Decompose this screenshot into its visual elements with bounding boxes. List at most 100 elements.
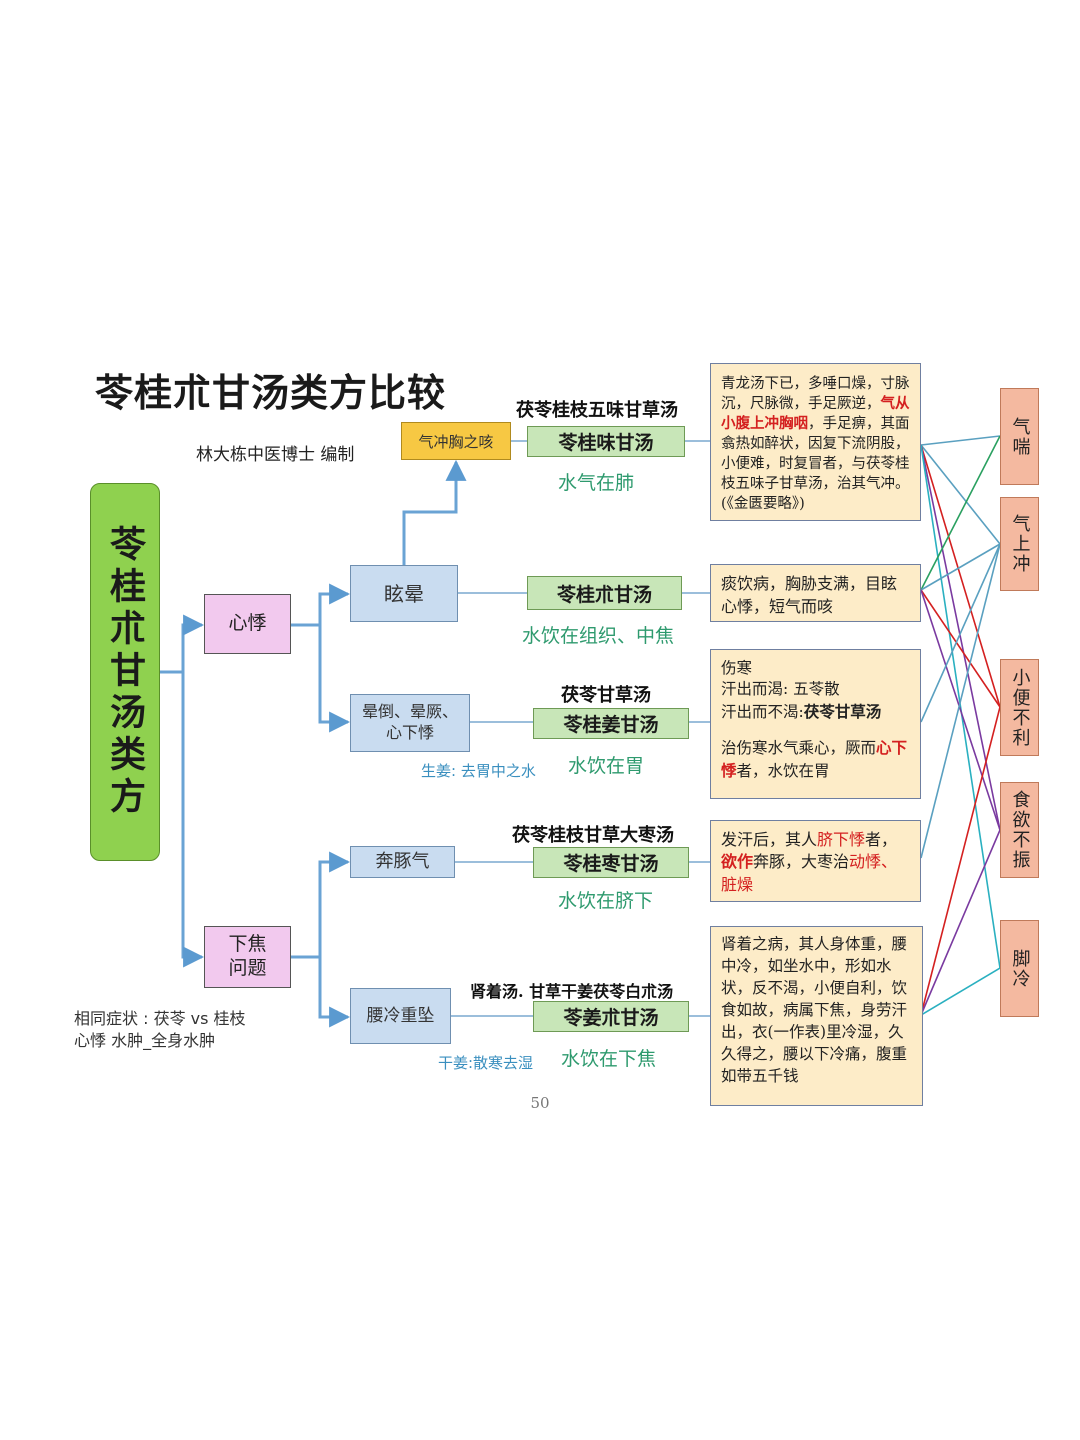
category-lower-jiao-label: 下焦问题 — [228, 933, 267, 979]
description-4-highlight-3: 动悸、脏燥 — [721, 852, 898, 894]
formula-1-alias: 茯苓桂枝五味甘草汤 — [516, 400, 678, 421]
symptom-waist-cold: 腰冷重坠 — [350, 988, 451, 1044]
formula-3-box: 苓桂姜甘汤 — [533, 708, 689, 739]
symptom-link-1 — [920, 444, 1001, 545]
symptom-cough: 气冲胸之咳 — [401, 422, 511, 460]
formula-5-cause: 水饮在下焦 — [561, 1048, 657, 1070]
symptom-tag-3-label: 食欲不振 — [1009, 790, 1031, 870]
formula-2-box: 苓桂朮甘汤 — [527, 576, 682, 610]
root-label: 苓桂朮甘汤类方 — [104, 525, 146, 819]
description-4: 发汗后，其人脐下悸者， 欲作奔豚，大枣治动悸、脏燥 — [710, 820, 921, 902]
description-4-text-c: 奔豚，大枣治 — [753, 852, 850, 872]
symptom-links — [920, 435, 1001, 1016]
symptom-link-9 — [920, 543, 1001, 723]
formula-3-alias: 茯苓甘草汤 — [561, 685, 651, 706]
symptom-tag-1: 气上冲 — [1000, 497, 1039, 591]
connector-lower-waist — [318, 957, 351, 1028]
category-palpitation: 心悸 — [204, 594, 291, 654]
description-4-highlight-1: 脐下悸 — [817, 830, 866, 849]
note-line-1: 相同症状 : 茯苓 vs 桂枝 — [74, 1009, 246, 1028]
author-credit: 林大栋中医博士 编制 — [196, 445, 355, 465]
note-line-2: 心悸 水肿_全身水肿 — [74, 1030, 216, 1050]
symptom-link-11 — [920, 706, 1001, 1016]
symptom-link-0 — [920, 435, 1001, 446]
shared-symptoms-note: 相同症状 : 茯苓 vs 桂枝 心悸 水肿_全身水肿 — [74, 1008, 246, 1051]
description-3-line-3: 汗出而不渴: — [721, 702, 804, 721]
description-2: 痰饮病，胸胁支满，目眩心悸，短气而咳 — [710, 564, 921, 622]
symptom-fainting-label: 晕倒、晕厥、心下悸 — [361, 702, 458, 742]
connector-root-branch — [160, 614, 205, 674]
description-1-text-a: 青龙汤下已，多唾口燥，寸脉沉，尺脉微，手足厥逆， — [721, 376, 910, 412]
page-title: 苓桂朮甘汤类方比较 — [95, 370, 447, 415]
formula-4-alias: 茯苓桂枝甘草大枣汤 — [512, 825, 674, 846]
symptom-tag-0-label: 气喘 — [1009, 416, 1031, 457]
description-5-text: 肾着之病，其人身体重，腰中冷，如坐水中，形如水状，反不渴，小便自利，饮食如故，病… — [721, 935, 908, 1085]
description-4-text-a: 发汗后，其人 — [721, 830, 818, 849]
formula-1-name: 苓桂味甘汤 — [558, 432, 654, 454]
symptom-fainting: 晕倒、晕厥、心下悸 — [350, 694, 470, 752]
connector-palpitation-dizziness — [291, 583, 351, 627]
symptom-tag-4-label: 脚冷 — [1009, 948, 1031, 989]
page-number: 50 — [530, 1094, 550, 1112]
description-2-text: 痰饮病，胸胁支满，目眩心悸，短气而咳 — [721, 574, 898, 617]
description-3-line-3-bold: 茯苓甘草汤 — [803, 701, 882, 721]
formula-5-name: 苓姜朮甘汤 — [563, 1007, 659, 1029]
symptom-link-8 — [920, 589, 1001, 831]
description-4-text-b: 者， — [865, 830, 898, 849]
formula-5-alias: 肾着汤. 甘草干姜茯苓白朮汤 — [470, 982, 674, 1001]
symptom-dizziness-label: 眩晕 — [384, 581, 424, 606]
formula-3-name: 苓桂姜甘汤 — [563, 714, 659, 736]
symptom-tag-2-label: 小便不利 — [1009, 667, 1031, 748]
description-3-line-4: 治伤寒水气乘心，厥而 — [721, 739, 877, 758]
category-palpitation-label: 心悸 — [228, 612, 267, 635]
description-5: 肾着之病，其人身体重，腰中冷，如坐水中，形如水状，反不渴，小便自利，饮食如故，病… — [710, 926, 923, 1106]
formula-4-box: 苓桂枣甘汤 — [533, 847, 689, 878]
symptom-link-7 — [920, 589, 1001, 708]
formula-4-name: 苓桂枣甘汤 — [563, 853, 659, 875]
description-3-line-1: 伤寒 — [721, 659, 753, 677]
root-node: 苓桂朮甘汤类方 — [90, 483, 160, 861]
symptom-link-12 — [920, 829, 1001, 1016]
symptom-link-5 — [920, 435, 1001, 591]
description-3-highlight: 心下悸 — [721, 738, 908, 780]
description-1-text-b: ，手足痹，其面翕热如醉状，因复下流阴股，小便难，时复冒者，与茯苓桂枝五味子甘草汤… — [721, 416, 910, 512]
formula-2-name: 苓桂朮甘汤 — [556, 583, 652, 606]
category-lower-jiao: 下焦问题 — [204, 926, 291, 988]
description-1: 青龙汤下已，多唾口燥，寸脉沉，尺脉微，手足厥逆，气从小腹上冲胸咽，手足痹，其面翕… — [710, 363, 921, 521]
symptom-bentun: 奔豚气 — [350, 846, 455, 878]
description-1-highlight: 气从小腹上冲胸咽 — [721, 395, 910, 432]
row-connectors — [451, 440, 710, 1017]
symptom-tag-3: 食欲不振 — [1000, 782, 1039, 878]
symptom-tag-2: 小便不利 — [1000, 659, 1039, 756]
connector-palpitation-fainting — [318, 625, 351, 733]
symptom-link-6 — [920, 543, 1001, 591]
symptom-cough-label: 气冲胸之咳 — [418, 432, 494, 451]
description-4-highlight-2: 欲作 — [721, 852, 754, 872]
formula-5-box: 苓姜朮甘汤 — [533, 1001, 689, 1032]
symptom-bentun-label: 奔豚气 — [375, 851, 430, 873]
symptom-tag-1-label: 气上冲 — [1009, 514, 1031, 574]
symptom-link-3 — [920, 444, 1001, 831]
formula-1-box: 苓桂味甘汤 — [527, 426, 685, 457]
description-3-line-4-end: 者，水饮在胃 — [736, 761, 830, 780]
formula-3-herb-note: 生姜: 去胃中之水 — [421, 762, 536, 780]
symptom-link-2 — [920, 444, 1001, 708]
formula-3-cause: 水饮在胃 — [568, 755, 645, 777]
formula-4-cause: 水饮在脐下 — [558, 890, 654, 912]
symptom-link-10 — [920, 543, 1001, 859]
connector-lower-bentun — [291, 851, 351, 959]
connector-dizziness-cough — [402, 459, 467, 565]
symptom-dizziness: 眩晕 — [350, 565, 458, 622]
symptom-link-13 — [920, 967, 1001, 1016]
symptom-tag-0: 气喘 — [1000, 388, 1039, 485]
symptom-tag-4: 脚冷 — [1000, 920, 1039, 1017]
connector-root-branch-lower — [181, 672, 205, 968]
formula-5-herb-note: 干姜:散寒去湿 — [438, 1054, 534, 1072]
description-3: 伤寒 汗出而渴: 五苓散 汗出而不渴:茯苓甘草汤 治伤寒水气乘心，厥而心下悸者，… — [710, 649, 921, 799]
formula-2-cause: 水饮在组织、中焦 — [522, 625, 675, 647]
description-3-line-2: 汗出而渴: 五苓散 — [721, 680, 840, 699]
formula-1-cause: 水气在肺 — [558, 472, 635, 494]
symptom-waist-cold-label: 腰冷重坠 — [366, 1005, 435, 1026]
tree-connectors — [160, 459, 467, 1028]
